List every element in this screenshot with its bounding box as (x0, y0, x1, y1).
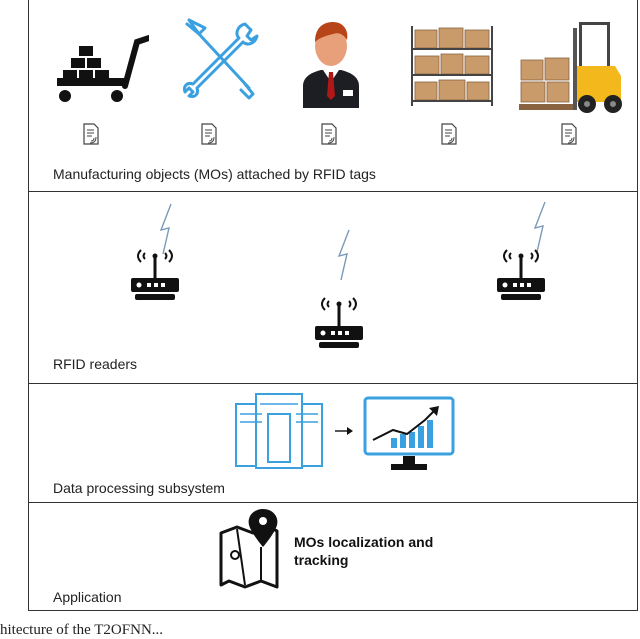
rfid-reader-icon (315, 297, 363, 348)
layer-label-readers: RFID readers (53, 356, 138, 372)
businessman-icon (303, 22, 359, 108)
layer-data-processing: Data processing subsystem (28, 383, 638, 503)
server-icon (235, 393, 323, 469)
rfid-tag-icon (561, 123, 577, 145)
figure-caption: hitecture of the T2OFNN... (0, 622, 164, 638)
lightning-signal-icon (337, 229, 350, 281)
layer-manufacturing-objects: Manufacturing objects (MOs) attached by … (28, 0, 638, 192)
layer-label-processing: Data processing subsystem (53, 480, 225, 496)
rfid-reader-icon (497, 249, 545, 300)
lightning-signal-icon (533, 201, 546, 253)
layer-rfid-readers: RFID readers (28, 191, 638, 384)
rfid-tag-icon (321, 123, 337, 145)
forklift-icon (519, 22, 622, 113)
map-pin-icon (219, 509, 279, 589)
application-title-line2: tracking (294, 552, 349, 568)
application-title-line1: MOs localization and (294, 534, 434, 550)
wrench-icon (183, 18, 259, 100)
hand-truck-icon (57, 35, 149, 102)
rfid-tag-icon (83, 123, 99, 145)
layer-label-application: Application (53, 589, 122, 605)
application-title: MOs localization and tracking (294, 533, 494, 569)
monitor-chart-icon (363, 396, 455, 470)
rfid-reader-icon (131, 249, 179, 300)
lightning-signal-icon (159, 203, 172, 255)
rfid-tag-icon (201, 123, 217, 145)
layer-label-objects: Manufacturing objects (MOs) attached by … (53, 166, 376, 182)
rfid-tag-icon (441, 123, 457, 145)
storage-shelves-icon (411, 26, 493, 106)
arrow-right-icon (335, 427, 353, 435)
layer-application: MOs localization and tracking Applicatio… (28, 502, 638, 611)
